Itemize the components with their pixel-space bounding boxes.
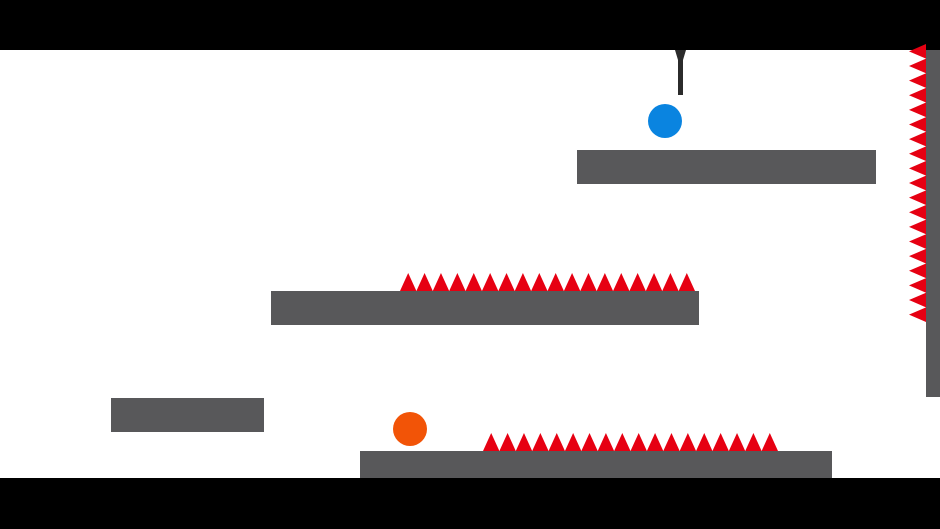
spike	[514, 273, 532, 291]
spike	[646, 433, 664, 451]
spike	[449, 273, 466, 291]
hanging-rope	[675, 50, 686, 95]
spike	[909, 292, 926, 308]
upper-platform	[577, 150, 876, 184]
spike	[400, 273, 417, 291]
blue-ball[interactable]	[648, 104, 682, 138]
wall-spike-column	[909, 44, 926, 322]
spike	[909, 219, 926, 235]
spike	[416, 273, 433, 291]
middle-platform	[271, 291, 699, 325]
spike	[909, 307, 926, 322]
spike	[614, 433, 631, 451]
spike	[696, 433, 713, 451]
spike	[432, 273, 450, 291]
spike	[678, 273, 695, 291]
spike	[547, 273, 564, 291]
spike	[909, 175, 926, 191]
top-letterbox	[0, 0, 940, 50]
spike	[563, 273, 581, 291]
spike	[532, 433, 549, 451]
spike	[531, 273, 548, 291]
orange-ball[interactable]	[393, 412, 427, 446]
spike	[662, 273, 679, 291]
spike	[679, 433, 697, 451]
spike	[564, 433, 582, 451]
spike	[909, 146, 926, 162]
spike	[909, 190, 926, 205]
bottom-platform	[360, 451, 832, 478]
middle-spike-row	[400, 273, 695, 291]
spike	[580, 273, 597, 291]
spike	[761, 433, 778, 451]
right-wall	[926, 50, 940, 397]
spike	[712, 433, 729, 451]
spike	[498, 273, 515, 291]
spike	[909, 263, 926, 279]
spike	[613, 273, 630, 291]
spike	[581, 433, 598, 451]
spike	[728, 433, 746, 451]
spike	[909, 204, 926, 220]
spike	[645, 273, 663, 291]
spike	[663, 433, 680, 451]
spike	[483, 433, 500, 451]
spike	[629, 273, 646, 291]
spike	[630, 433, 647, 451]
spike	[909, 117, 926, 132]
bottom-letterbox	[0, 478, 940, 529]
spike	[909, 73, 926, 88]
spike	[596, 273, 614, 291]
spike	[909, 278, 926, 293]
spike	[909, 102, 926, 118]
bottom-spike-row	[483, 433, 778, 451]
spike	[909, 248, 926, 264]
spike	[548, 433, 565, 451]
spike	[597, 433, 615, 451]
spike	[515, 433, 533, 451]
spike	[909, 87, 926, 103]
spike	[909, 234, 926, 249]
spike	[745, 433, 762, 451]
spike	[465, 273, 482, 291]
spike	[481, 273, 499, 291]
spike	[499, 433, 516, 451]
spike	[909, 161, 926, 176]
spike	[909, 58, 926, 74]
left-platform	[111, 398, 264, 432]
spike	[909, 44, 926, 59]
spike	[909, 131, 926, 147]
